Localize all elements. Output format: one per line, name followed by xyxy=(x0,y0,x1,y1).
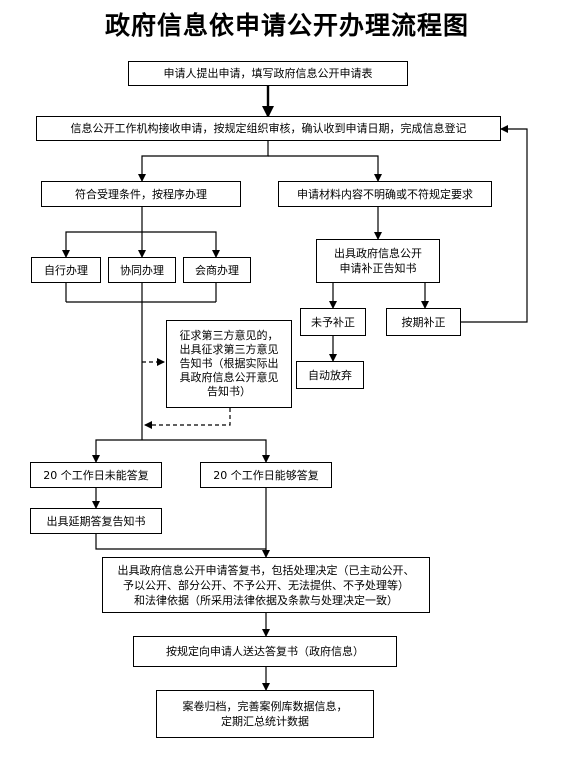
branch-consult xyxy=(142,231,220,258)
third-party-line-5: 告知书） xyxy=(207,385,251,398)
branch-self xyxy=(62,231,142,258)
node-consult: 会商办理 xyxy=(183,257,251,283)
node-unclear: 申请材料内容不明确或不符规定要求 xyxy=(278,181,492,207)
node-deliver: 按规定向申请人送达答复书（政府信息） xyxy=(133,636,397,667)
node-no-supplement: 未予补正 xyxy=(300,308,366,336)
node-reply: 出具政府信息公开申请答复书，包括处理决定（已主动公开、 予以公开、部分公开、不予… xyxy=(102,557,430,613)
branch-not-able xyxy=(92,439,142,463)
node-archive: 案卷归档，完善案例库数据信息， 定期汇总统计数据 xyxy=(156,690,374,738)
reply-line-1: 出具政府信息公开申请答复书，包括处理决定（已主动公开、 xyxy=(117,563,415,577)
reply-line-2: 予以公开、部分公开、不予公开、无法提供、不予处理等） xyxy=(123,578,409,592)
archive-line-2: 定期汇总统计数据 xyxy=(221,715,309,728)
notice-line-1: 出具政府信息公开 xyxy=(334,247,422,260)
node-assist: 协同办理 xyxy=(108,257,176,283)
dashed-from-third-party xyxy=(144,408,231,429)
node-receive: 信息公开工作机构接收申请，按规定组织审核，确认收到申请日期，完成信息登记 xyxy=(36,116,501,141)
node-apply: 申请人提出申请，填写政府信息公开申请表 xyxy=(128,61,408,86)
notice-line-2: 申请补正告知书 xyxy=(339,262,417,275)
archive-line-1: 案卷归档，完善案例库数据信息， xyxy=(182,700,348,713)
third-party-line-1: 征求第三方意见的， xyxy=(179,329,279,342)
node-delay: 出具延期答复告知书 xyxy=(30,508,162,534)
loop-on-time-receive xyxy=(461,125,528,323)
node-able: 20 个工作日能够答复 xyxy=(200,462,332,488)
branch-receive xyxy=(138,141,269,182)
node-self: 自行办理 xyxy=(31,257,101,283)
line-delay-to-reply xyxy=(95,534,266,550)
branch-able xyxy=(142,439,270,463)
branch-receive-right xyxy=(268,155,382,182)
node-not-able: 20 个工作日未能答复 xyxy=(30,462,162,488)
node-third-party: 征求第三方意见的， 出具征求第三方意见 告知书（根据实际出 具政府信息公开意见 … xyxy=(166,320,292,408)
node-auto-abandon: 自动放弃 xyxy=(296,361,364,389)
node-supplement-notice: 出具政府信息公开 申请补正告知书 xyxy=(316,239,440,283)
node-supplement-on-time: 按期补正 xyxy=(386,308,461,336)
page-title: 政府信息依申请公开办理流程图 xyxy=(104,11,469,40)
node-accept: 符合受理条件，按程序办理 xyxy=(41,181,241,207)
third-party-line-3: 告知书（根据实际出 xyxy=(179,357,279,370)
reply-line-3: 和法律依据（所采用法律依据及条款与处理决定一致） xyxy=(134,593,398,607)
third-party-line-2: 出具征求第三方意见 xyxy=(179,343,279,356)
third-party-line-4: 具政府信息公开意见 xyxy=(179,371,279,384)
